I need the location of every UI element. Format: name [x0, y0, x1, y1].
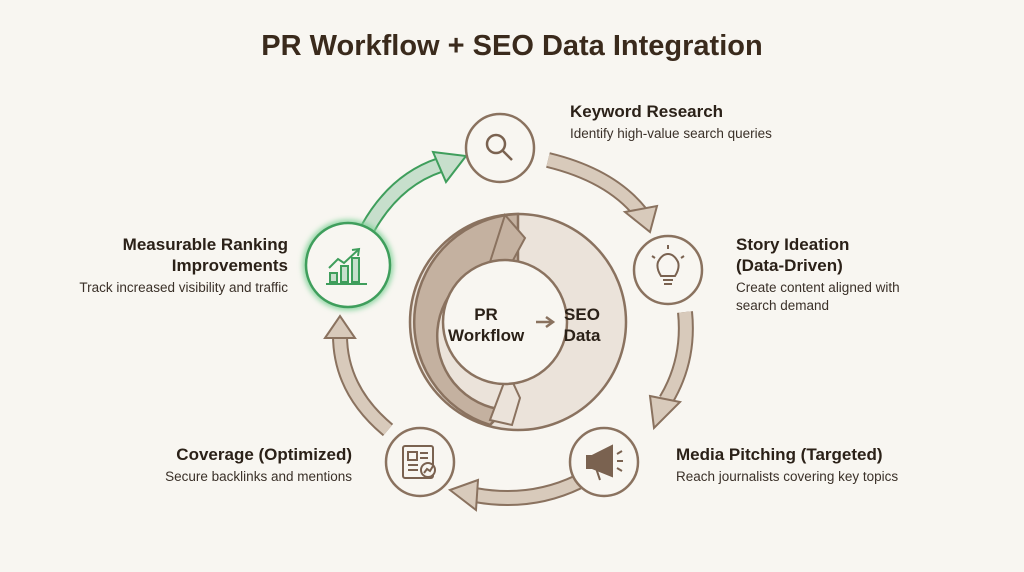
- node-story-ideation: [632, 234, 704, 306]
- arrow-ranking-to-keyword: [361, 150, 468, 233]
- step-title: Keyword Research: [570, 102, 724, 121]
- step-desc: Identify high-value search queries: [570, 126, 772, 141]
- label-media-pitching: Media Pitching (Targeted) Reach journali…: [676, 444, 898, 486]
- step-title-line2: Improvements: [171, 256, 288, 275]
- center-pr-line1: PR: [474, 305, 498, 324]
- step-title: Media Pitching (Targeted): [676, 445, 883, 464]
- step-title: Measurable Ranking: [122, 235, 288, 254]
- node-ranking-improvements: [303, 220, 393, 310]
- arrow-story-to-media: [648, 311, 694, 431]
- node-media-pitching: [568, 426, 640, 498]
- cycle-arrows: [323, 150, 694, 512]
- label-coverage: Coverage (Optimized) Secure backlinks an…: [165, 444, 352, 486]
- node-keyword-research: [464, 112, 536, 184]
- megaphone-icon: [586, 444, 623, 481]
- center-pr-line2: Workflow: [448, 326, 525, 345]
- step-desc: Track increased visibility and traffic: [79, 280, 288, 295]
- diagram-title: PR Workflow + SEO Data Integration: [261, 30, 763, 62]
- magnifier-icon: [485, 133, 513, 161]
- step-title: Coverage (Optimized): [176, 445, 352, 464]
- center-seo-line1: SEO: [564, 305, 600, 324]
- center-label-pr-workflow: PR Workflow: [448, 304, 524, 346]
- step-title-line2: (Data-Driven): [736, 256, 843, 275]
- label-ranking-improvements: Measurable Ranking Improvements Track in…: [79, 234, 288, 297]
- center-cycle: [408, 212, 628, 432]
- step-desc: Secure backlinks and mentions: [165, 469, 352, 484]
- newspaper-icon: [402, 445, 436, 479]
- step-title: Story Ideation: [736, 235, 850, 254]
- step-desc: Reach journalists covering key topics: [676, 469, 899, 484]
- desc-line1: Create content aligned with: [736, 280, 900, 295]
- arrow-keyword-to-story: [546, 152, 659, 234]
- label-keyword-research: Keyword Research Identify high-value sea…: [570, 101, 772, 143]
- arrow-coverage-to-ranking: [323, 314, 394, 437]
- center-label-seo-data: SEO Data: [555, 304, 609, 346]
- arrow-media-to-coverage: [447, 474, 582, 512]
- lightbulb-icon: [651, 245, 685, 285]
- growth-chart-icon: [326, 247, 367, 285]
- center-seo-line2: Data: [563, 326, 601, 345]
- label-story-ideation: Story Ideation (Data-Driven) Create cont…: [736, 234, 900, 315]
- step-desc: Create content aligned with search demand: [736, 279, 900, 315]
- desc-line2: search demand: [736, 298, 830, 313]
- node-coverage: [384, 426, 456, 498]
